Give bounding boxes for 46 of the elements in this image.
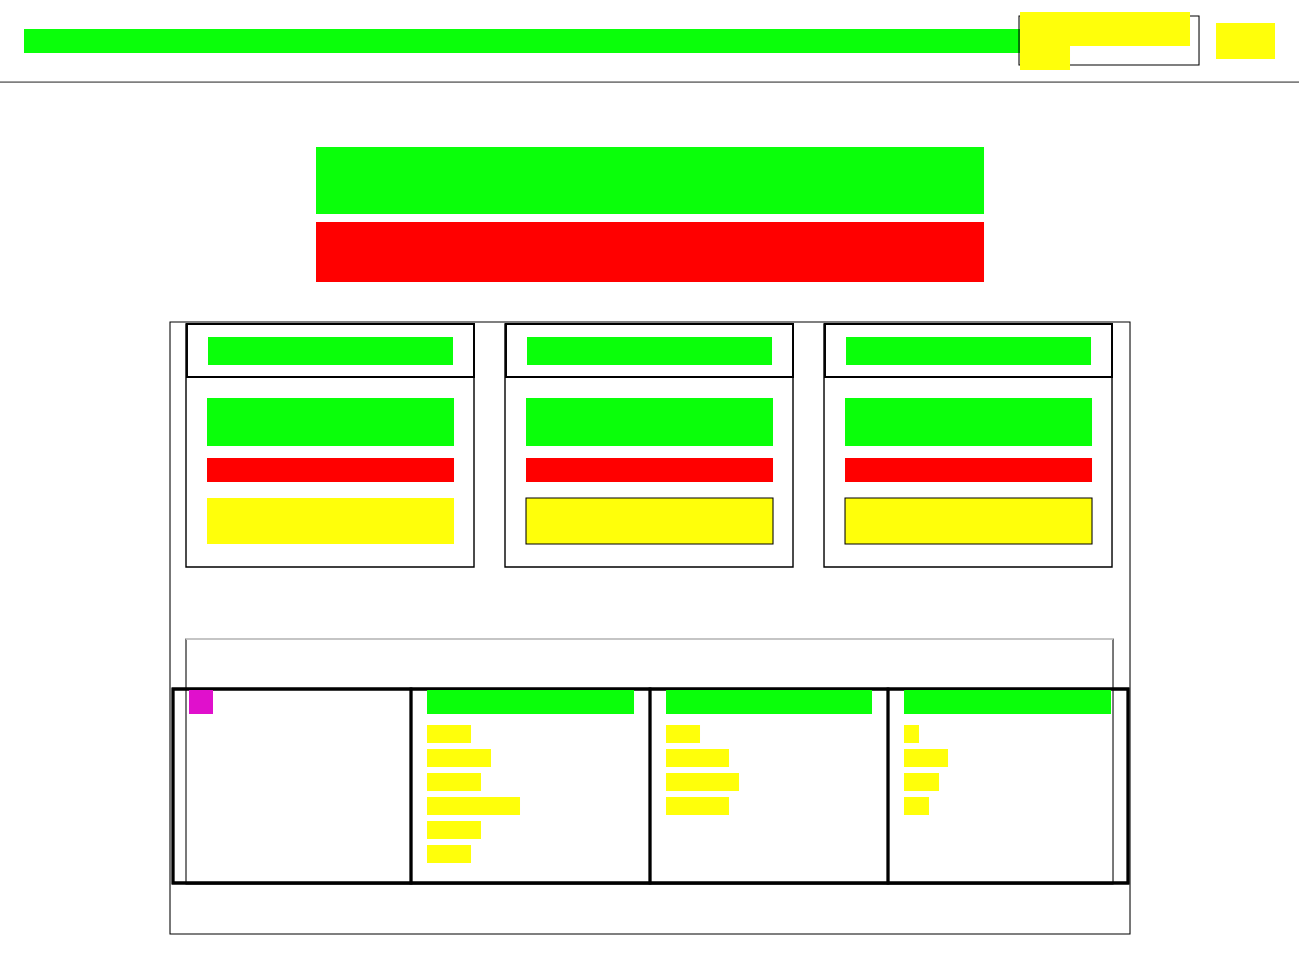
card [823,323,1113,568]
placeholder-bar [427,749,491,767]
table-cell [886,687,1130,885]
placeholder-bar [904,797,929,815]
placeholder-bar [24,29,1020,53]
placeholder-bar [527,337,772,365]
card [185,323,475,568]
placeholder-bar [904,690,1111,714]
placeholder-bar [666,773,739,791]
card-header [186,323,475,378]
placeholder-bar [904,773,939,791]
placeholder-bar [526,458,773,482]
placeholder-bar [845,398,1092,446]
placeholder-bar [844,497,1093,545]
placeholder-bar [1020,46,1070,70]
square-marker [189,690,213,714]
placeholder-bar [845,458,1092,482]
placeholder-bar [1216,23,1275,59]
card-header [505,323,794,378]
placeholder-bar [666,797,729,815]
placeholder-bar [427,845,471,863]
placeholder-bar [427,797,520,815]
placeholder-bar [427,690,634,714]
placeholder-bar [427,821,481,839]
placeholder-bar [904,749,948,767]
placeholder-bar [666,725,700,743]
placeholder-bar [525,497,774,545]
table-cell [409,687,652,885]
placeholder-bar [208,337,453,365]
placeholder-bar [207,498,454,544]
panel [169,321,1131,935]
placeholder-bar [427,773,481,791]
placeholder-bar [316,222,984,282]
placeholder-bar [846,337,1091,365]
placeholder-bar [427,725,471,743]
placeholder-bar [904,725,919,743]
placeholder-bar [666,690,872,714]
table-cell [648,687,890,885]
placeholder-bar [666,749,729,767]
card-header [824,323,1113,378]
card [504,323,794,568]
placeholder-bar [316,147,984,214]
placeholder-bar [207,398,454,446]
placeholder-bar [207,458,454,482]
table-cell [171,687,413,885]
placeholder-bar [526,398,773,446]
